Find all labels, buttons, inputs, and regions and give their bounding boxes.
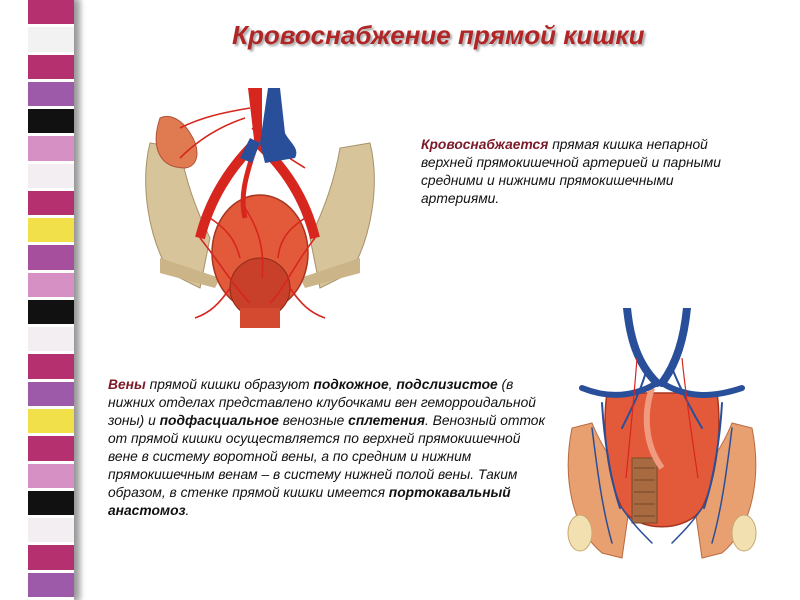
slide-title: Кровоснабжение прямой кишки (232, 20, 645, 50)
stripe-segment (28, 245, 74, 273)
veins-paragraph: Вены прямой кишки образуют подкожное, по… (108, 376, 548, 520)
stripe-segment (28, 545, 74, 573)
term-subfascial: подфасциальное (159, 413, 279, 428)
stripe-segment (28, 490, 74, 519)
arteries-illustration (145, 88, 375, 328)
veins-text-part: прямой кишки образуют (145, 377, 314, 392)
arteries-term: Кровоснабжается (421, 137, 549, 152)
stripe-segment (28, 408, 74, 437)
arteries-text: прямая кишка непарной верхней прямокишеч… (421, 137, 721, 206)
term-submucosal: подслизистое (396, 377, 498, 392)
stripe-segment (28, 218, 74, 246)
arteries-paragraph: Кровоснабжается прямая кишка непарной ве… (421, 136, 751, 208)
veins-text-part: . (185, 503, 190, 518)
stripe-segment (28, 163, 74, 191)
stripe-segment (28, 0, 74, 28)
stripe-segment (28, 463, 74, 491)
veins-term: Вены (108, 377, 146, 392)
stripe-shadow (74, 0, 84, 600)
stripe-segment (28, 299, 74, 328)
stripe-segment (28, 109, 74, 137)
veins-text-part: , (388, 377, 397, 392)
veins-text-part: (в нижних отделах представлено клубочкам… (108, 377, 536, 428)
stripe-segment (28, 81, 74, 110)
term-plexuses: сплетения (348, 413, 425, 428)
stripe-segment (28, 136, 74, 164)
decorative-stripe (28, 0, 74, 600)
stripe-segment (28, 54, 74, 82)
veins-text-part: венозные (278, 413, 349, 428)
stripe-segment (28, 381, 74, 409)
veins-illustration (567, 308, 757, 559)
stripe-segment (28, 518, 74, 546)
term-subcutaneous: подкожное (313, 377, 389, 392)
stripe-segment (28, 327, 74, 355)
stripe-segment (28, 272, 74, 300)
stripe-segment (28, 27, 74, 55)
stripe-segment (28, 354, 74, 382)
stripe-segment (28, 436, 74, 464)
term-portocaval-anastomosis: портокавальный анастомоз (108, 485, 511, 518)
stripe-segment (28, 190, 74, 219)
veins-text-part: . Венозный отток от прямой кишки осущест… (108, 413, 545, 500)
stripe-segment (28, 572, 74, 600)
